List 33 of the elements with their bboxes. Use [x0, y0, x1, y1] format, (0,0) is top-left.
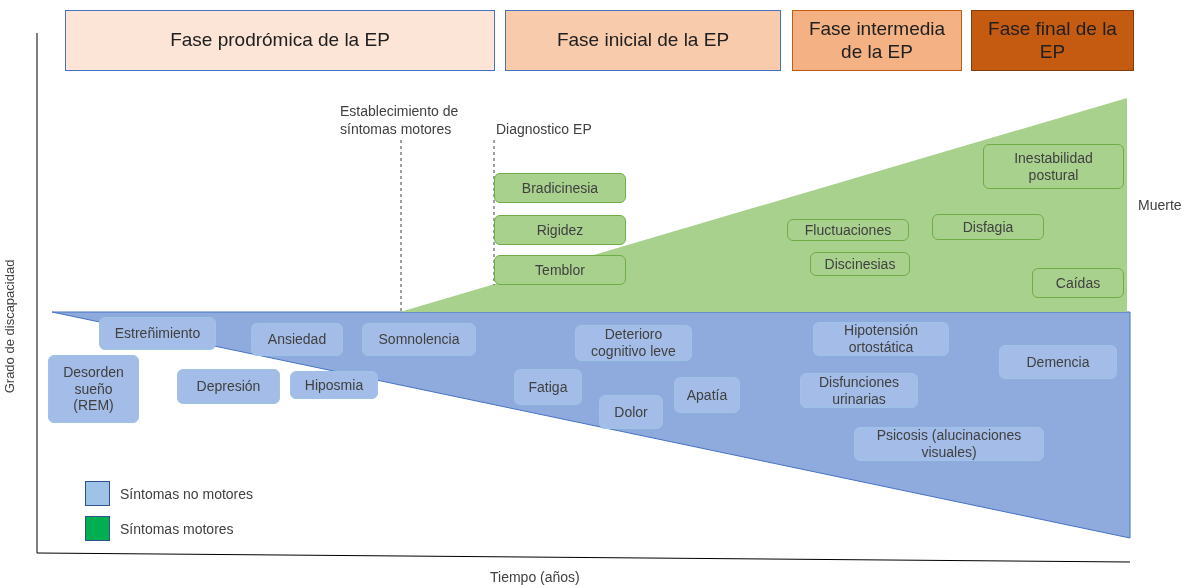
non-motor-symptom-box: Ansiedad — [251, 323, 343, 356]
motor-symptom-box: Bradicinesia — [494, 173, 626, 203]
axis-title: Tiempo (años) — [490, 568, 580, 585]
non-motor-symptom-box: Psicosis (alucinaciones visuales) — [854, 427, 1044, 461]
non-motor-symptom-box: Dolor — [599, 395, 663, 429]
legend-label: Síntomas motores — [120, 520, 234, 539]
non-motor-symptom-box: Demencia — [999, 345, 1117, 379]
axis-title: Grado de discapacidad — [2, 259, 19, 394]
non-motor-symptom-box: Desorden sueño (REM) — [48, 355, 139, 423]
motor-symptom-box: Discinesias — [810, 252, 910, 276]
milestone-label: Establecimiento de síntomas motores — [340, 102, 460, 139]
non-motor-symptom-box: Hiposmia — [290, 371, 378, 399]
motor-symptom-box: Rigidez — [494, 215, 626, 245]
phase-header: Fase final de la EP — [971, 10, 1134, 71]
non-motor-symptom-box: Disfunciones urinarias — [800, 373, 918, 408]
motor-symptom-box: Inestabilidad postural — [983, 144, 1124, 189]
phase-header: Fase inicial de la EP — [505, 10, 781, 71]
non-motor-symptom-box: Fatiga — [514, 369, 582, 405]
non-motor-symptom-box: Estreñimiento — [99, 317, 216, 350]
non-motor-symptom-box: Depresión — [177, 369, 280, 404]
phase-header: Fase intermedia de la EP — [792, 10, 962, 71]
motor-symptom-box: Disfagia — [932, 214, 1044, 240]
milestone-label: Diagnostico EP — [496, 120, 592, 139]
motor-symptom-box: Caídas — [1032, 268, 1124, 298]
motor-symptom-box: Fluctuaciones — [787, 219, 909, 241]
non-motor-symptom-box: Deterioro cognitivo leve — [575, 325, 692, 361]
legend-label: Síntomas no motores — [120, 485, 254, 504]
phase-header: Fase prodrómica de la EP — [65, 10, 495, 71]
non-motor-symptom-box: Apatía — [674, 377, 740, 413]
non-motor-symptom-box: Somnolencia — [362, 323, 476, 356]
non-motor-symptom-box: Hipotensión ortostática — [813, 322, 949, 356]
endpoint-label: Muerte — [1138, 196, 1182, 215]
motor-symptom-box: Temblor — [494, 255, 626, 285]
